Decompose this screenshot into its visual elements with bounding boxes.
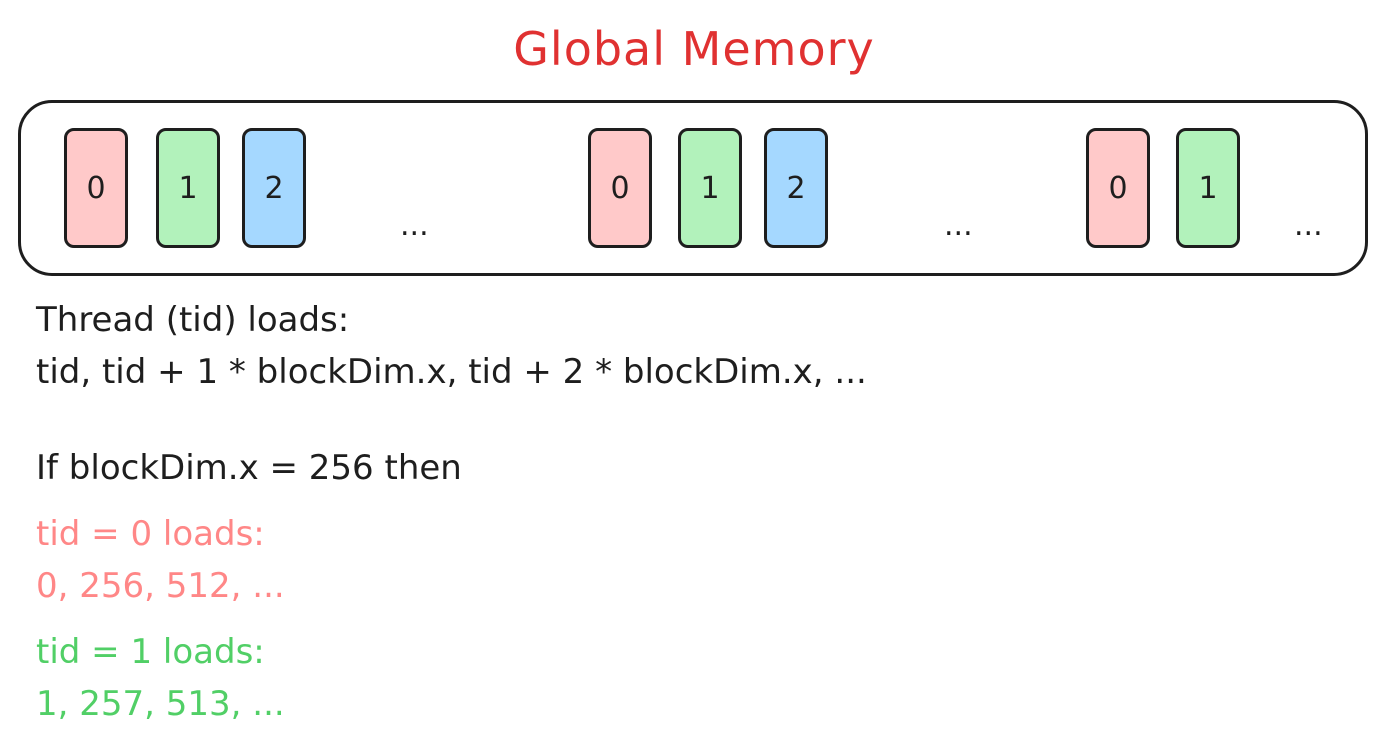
memory-cell: 0 (1086, 128, 1150, 248)
tid1-values: 1, 257, 513, ... (36, 684, 285, 724)
memory-cell: 0 (588, 128, 652, 248)
memory-cell: 1 (678, 128, 742, 248)
global-memory-container (18, 100, 1368, 276)
tid1-heading: tid = 1 loads: (36, 632, 265, 672)
memory-cell: 1 (156, 128, 220, 248)
tid0-values: 0, 256, 512, ... (36, 566, 285, 606)
memory-cell: 2 (764, 128, 828, 248)
thread-loads-formula: tid, tid + 1 * blockDim.x, tid + 2 * blo… (36, 352, 867, 392)
memory-cell: 1 (1176, 128, 1240, 248)
diagram-title: Global Memory (513, 22, 875, 76)
ellipsis: ... (400, 208, 429, 243)
ellipsis: ... (944, 208, 973, 243)
ellipsis: ... (1294, 208, 1323, 243)
memory-cell: 0 (64, 128, 128, 248)
tid0-heading: tid = 0 loads: (36, 514, 265, 554)
thread-loads-heading: Thread (tid) loads: (36, 300, 350, 340)
condition-text: If blockDim.x = 256 then (36, 448, 462, 488)
memory-cell: 2 (242, 128, 306, 248)
